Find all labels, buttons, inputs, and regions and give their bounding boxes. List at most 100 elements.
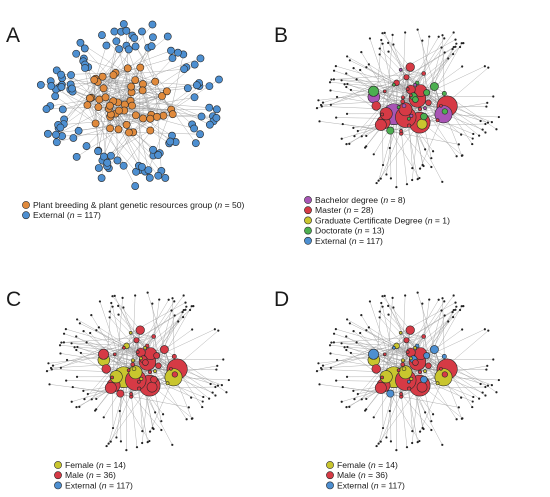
external-node <box>478 397 481 400</box>
female-node <box>401 358 405 363</box>
external-node <box>51 364 55 367</box>
edge <box>130 100 173 115</box>
external-node <box>108 316 111 319</box>
master-node <box>439 103 443 108</box>
external-node <box>486 364 489 367</box>
male-node <box>110 375 114 380</box>
external-node <box>486 101 489 104</box>
external-node <box>192 81 201 90</box>
external-node <box>110 301 113 305</box>
external-node <box>154 171 163 180</box>
external-node <box>144 166 153 174</box>
male-node <box>104 382 117 394</box>
panel-c-legend: Female (n = 14)Male (n = 36)External (n … <box>54 460 133 490</box>
external-node <box>125 448 128 452</box>
edge <box>424 47 442 109</box>
male-node <box>122 345 126 350</box>
external-node <box>455 155 458 158</box>
male-node <box>135 350 140 354</box>
external-node <box>441 180 444 183</box>
external-node <box>330 341 333 344</box>
external-node <box>119 20 128 28</box>
edge <box>382 33 411 68</box>
external-node <box>360 135 363 138</box>
female-node <box>153 369 157 374</box>
external-node <box>113 156 122 165</box>
external-node <box>443 300 446 303</box>
external-node <box>205 120 214 129</box>
external-node <box>416 441 419 444</box>
plant-group-node <box>109 71 118 80</box>
edge <box>141 31 156 82</box>
male-node <box>112 352 117 357</box>
external-node <box>440 46 443 49</box>
external-node <box>329 103 332 106</box>
external-node <box>174 48 182 57</box>
bachelor-node <box>401 103 407 109</box>
external-node <box>60 341 63 344</box>
external-node <box>141 429 144 433</box>
external-node <box>220 384 223 387</box>
external-node <box>124 45 133 54</box>
external-node <box>214 385 217 389</box>
external-node <box>360 398 363 401</box>
external-node <box>383 294 386 298</box>
external-node <box>190 396 193 399</box>
male-node <box>101 364 111 374</box>
external-node <box>215 75 223 84</box>
green-circle-icon <box>304 226 312 235</box>
external-node <box>340 79 343 82</box>
legend-label-text: External ( <box>33 210 70 220</box>
external-node <box>457 406 460 409</box>
external-node <box>329 352 332 355</box>
panel-c-letter: C <box>6 288 21 311</box>
edge <box>330 90 403 102</box>
male-node <box>137 379 141 384</box>
external-node <box>440 309 443 312</box>
edge <box>331 73 424 80</box>
legend-label-text: Graduate Certificate Degree ( <box>315 215 428 225</box>
external-node <box>460 396 463 399</box>
external-node <box>82 329 85 333</box>
external-node <box>360 314 363 317</box>
external-node <box>335 358 339 362</box>
external-node <box>62 341 66 344</box>
plant-group-node <box>122 120 131 129</box>
external-node <box>182 294 185 297</box>
edge <box>80 42 144 85</box>
external-node <box>424 411 427 414</box>
external-node <box>462 42 465 45</box>
female-node <box>401 366 407 372</box>
external-node <box>411 166 414 170</box>
external-node <box>441 34 444 37</box>
external-node <box>94 147 102 156</box>
external-node <box>57 70 65 79</box>
external-node <box>452 45 455 49</box>
external-node <box>173 314 176 317</box>
plant-group-node <box>94 103 103 112</box>
external-node <box>352 126 355 129</box>
external-node <box>341 122 344 126</box>
legend-count: = 117) <box>107 480 133 490</box>
plant-group-node <box>125 128 133 137</box>
edge <box>87 104 119 130</box>
yellow-circle-icon <box>304 216 312 225</box>
external-node <box>372 416 375 419</box>
edge <box>361 66 411 137</box>
external-node <box>62 332 66 335</box>
external-node <box>180 65 189 74</box>
external-node <box>334 328 337 331</box>
edge <box>105 75 114 98</box>
plant-group-node <box>146 126 155 135</box>
external-node <box>460 154 463 157</box>
legend-label: Doctorate (n = 13) <box>315 226 385 236</box>
external-node <box>147 42 156 51</box>
doctorate-node <box>412 96 419 103</box>
external-node <box>160 428 163 432</box>
external-node <box>443 314 446 317</box>
external-node <box>121 296 124 300</box>
external-node <box>209 382 212 386</box>
external-node <box>345 348 348 352</box>
external-node <box>364 409 367 412</box>
external-node <box>381 32 384 35</box>
